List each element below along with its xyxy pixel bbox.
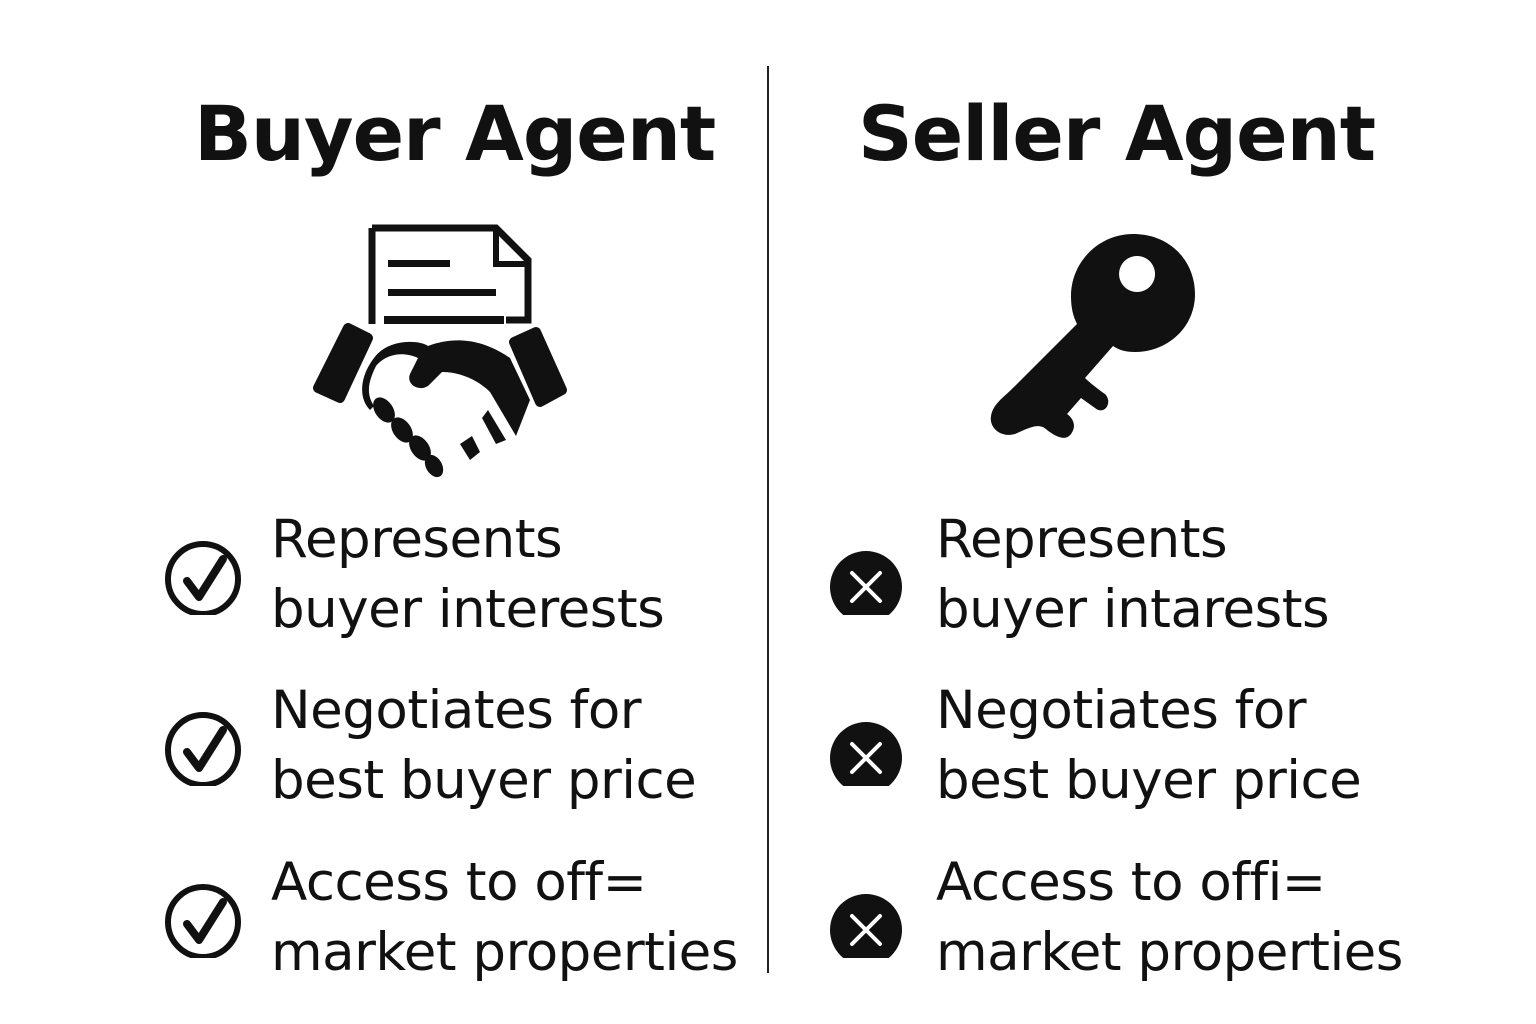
buyer-feature-item: Negotiates for best buyer price: [163, 676, 697, 816]
buyer-feature-item: Represents buyer interests: [163, 505, 665, 645]
feature-label: Represents buyer intarests: [936, 509, 1330, 640]
buyer-agent-title: Buyer Agent: [194, 89, 716, 178]
key-icon: [990, 234, 1195, 438]
feature-label: Represents buyer interests: [271, 509, 665, 640]
seller-feature-item: Negotiates for best buyer price: [828, 676, 1362, 816]
seller-feature-item: Represents buyer intarests: [828, 505, 1330, 645]
x-circle-filled-icon: [830, 551, 902, 615]
seller-feature-item: Access to offi= market properties: [828, 848, 1403, 988]
x-circle-filled-icon: [830, 894, 902, 958]
feature-label: Access to off= market properties: [271, 852, 738, 983]
x-circle-filled-icon: [830, 722, 902, 786]
feature-label: Negotiates for best buyer price: [936, 680, 1362, 811]
check-circle-outline-icon: [165, 884, 241, 958]
column-divider: [767, 66, 769, 973]
feature-label: Negotiates for best buyer price: [271, 680, 697, 811]
handshake-document-icon: [313, 224, 567, 478]
check-circle-outline-icon: [165, 541, 241, 615]
check-circle-outline-icon: [165, 712, 241, 786]
buyer-feature-item: Access to off= market properties: [163, 848, 738, 988]
feature-label: Access to offi= market properties: [936, 852, 1403, 983]
seller-agent-title: Seller Agent: [858, 89, 1376, 178]
